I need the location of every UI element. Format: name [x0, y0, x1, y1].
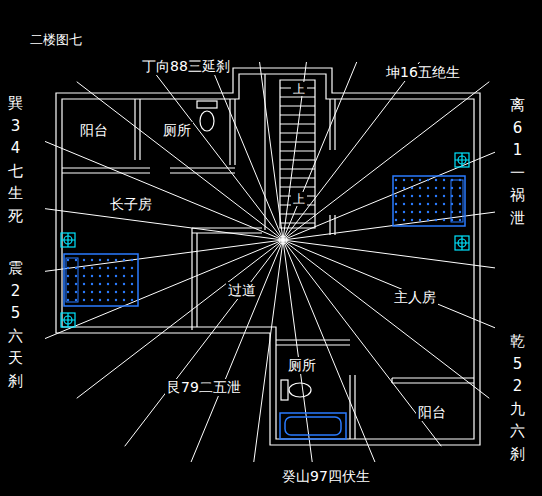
direction-label: 离61一祸泄: [510, 92, 525, 231]
ray: [45, 141, 283, 240]
tread: [280, 115, 315, 116]
room-name: 主人房: [392, 289, 438, 306]
direction-label: 坤16五绝生: [384, 64, 462, 81]
tread: [280, 106, 315, 107]
ray: [283, 82, 489, 240]
tread: [280, 160, 315, 161]
ray: [249, 240, 283, 462]
stair-mark: 上: [291, 192, 307, 206]
room-name: 阳台: [416, 404, 448, 421]
plan-title: 二楼图七: [28, 32, 84, 48]
stair-mark: 上: [291, 82, 307, 96]
bed-right: [393, 176, 465, 226]
ray: [125, 62, 283, 240]
room-name: 过道: [226, 282, 258, 299]
bed-left: [64, 254, 138, 306]
tread: [280, 169, 315, 170]
ray: [45, 206, 283, 240]
tread: [280, 151, 315, 152]
toilets: [197, 101, 311, 400]
ray: [283, 240, 495, 274]
tread: [280, 178, 315, 179]
room-name: 厕所: [161, 122, 193, 139]
tread: [280, 133, 315, 134]
tread: [280, 97, 315, 98]
lamps: [61, 153, 469, 327]
tread: [280, 223, 315, 224]
ray: [283, 240, 317, 462]
room-name: 厕所: [286, 357, 318, 374]
direction-label: 巽34七生死: [8, 90, 23, 229]
direction-label: 癸山97四伏生: [280, 468, 372, 485]
room-name: 长子房: [108, 196, 154, 213]
ray: [45, 240, 283, 339]
tread: [280, 124, 315, 125]
direction-label: 震25六天刹: [8, 255, 23, 394]
tread: [280, 142, 315, 143]
ray: [283, 240, 495, 339]
ray: [249, 62, 283, 240]
direction-rays: [45, 62, 495, 462]
tread: [280, 187, 315, 188]
bathtub: [280, 413, 346, 439]
stair-treads: [280, 88, 315, 223]
direction-label: 丁向88三延刹: [140, 58, 232, 75]
tread: [280, 214, 315, 215]
walls: [56, 68, 480, 445]
direction-label: 乾52九六刹: [510, 328, 525, 467]
room-name: 阳台: [78, 122, 110, 139]
direction-label: 艮79二五泄: [165, 379, 243, 396]
